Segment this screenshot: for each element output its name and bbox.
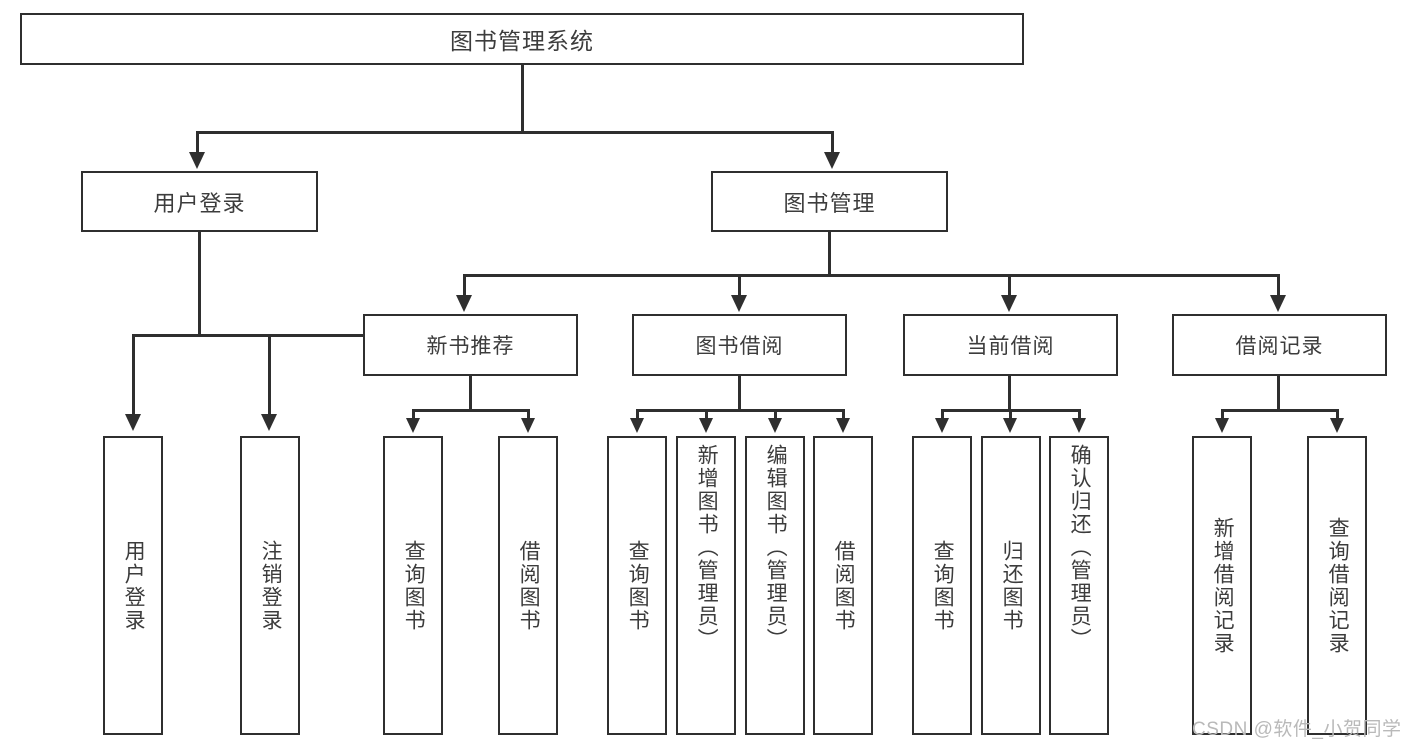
connector-bookborrow-leaf2 <box>705 409 708 421</box>
leaf-borrowrecord-query-record[interactable]: 查询借阅记录 <box>1307 436 1367 735</box>
arrow-currentborrow-leaf2 <box>1003 418 1017 433</box>
node-current-borrow[interactable]: 当前借阅 <box>903 314 1118 376</box>
leaf-label: 查询图书 <box>402 539 426 632</box>
connector-bookmgmt-to-newbook <box>463 274 466 299</box>
connector-bookborrow-leaf1 <box>636 409 639 421</box>
node-book-borrow[interactable]: 图书借阅 <box>632 314 847 376</box>
node-label: 图书借阅 <box>695 335 784 358</box>
arrow-to-borrowrecord <box>1270 295 1286 312</box>
connector-currentborrow-leaf3 <box>1078 409 1081 421</box>
arrow-currentborrow-leaf1 <box>935 418 949 433</box>
arrow-to-newbook <box>456 295 472 312</box>
node-label: 用户登录 <box>153 190 246 216</box>
leaf-newbook-borrow-book[interactable]: 借阅图书 <box>498 436 558 735</box>
leaf-label: 新增图书（管理员） <box>695 444 719 651</box>
leaf-label: 借阅图书 <box>517 539 541 632</box>
arrow-userlogin-leaf1 <box>125 414 141 431</box>
connector-currentborrow-leaf2 <box>1009 409 1012 421</box>
connector-bookmgmt-to-borrowrecord <box>1277 274 1280 299</box>
leaf-currentborrow-confirm-return[interactable]: 确认归还（管理员） <box>1049 436 1109 735</box>
node-user-login[interactable]: 用户登录 <box>81 171 318 232</box>
node-borrow-record[interactable]: 借阅记录 <box>1172 314 1387 376</box>
connector-bookmgmt-to-currentborrow <box>1008 274 1011 299</box>
leaf-label: 确认归还（管理员） <box>1068 444 1092 651</box>
arrow-borrowrecord-leaf1 <box>1215 418 1229 433</box>
connector-root-to-userlogin <box>196 131 199 156</box>
arrow-borrowrecord-leaf2 <box>1330 418 1344 433</box>
connector-root-to-bookmgmt <box>831 131 834 156</box>
leaf-bookborrow-edit-book[interactable]: 编辑图书（管理员） <box>745 436 805 735</box>
node-book-management[interactable]: 图书管理 <box>711 171 948 232</box>
connector-borrowrecord-leaf1 <box>1221 409 1224 421</box>
connector-bookmgmt-bus <box>463 274 1280 277</box>
arrow-to-currentborrow <box>1001 295 1017 312</box>
arrow-bookborrow-leaf2 <box>699 418 713 433</box>
connector-borrowrecord-bus <box>1221 409 1338 412</box>
connector-newbook-bus <box>412 409 529 412</box>
leaf-label: 注销登录 <box>259 539 283 632</box>
arrow-bookborrow-leaf3 <box>768 418 782 433</box>
arrow-newbook-leaf2 <box>521 418 535 433</box>
connector-bookborrow-bus <box>636 409 844 412</box>
csdn-watermark: CSDN @软件_小贺同学 <box>1192 719 1402 740</box>
arrow-newbook-leaf1 <box>406 418 420 433</box>
leaf-label: 查询借阅记录 <box>1326 516 1350 655</box>
leaf-label: 借阅图书 <box>832 539 856 632</box>
leaf-logout[interactable]: 注销登录 <box>240 436 300 735</box>
connector-bookborrow-leaf4 <box>842 409 845 421</box>
connector-bookmgmt-stem <box>828 232 831 276</box>
arrow-to-bookmgmt <box>824 152 840 169</box>
connector-newbook-stem <box>469 376 472 411</box>
connector-root-stem <box>521 65 524 133</box>
connector-userlogin-leaf2 <box>268 334 271 419</box>
leaf-label: 查询图书 <box>626 539 650 632</box>
leaf-label: 用户登录 <box>122 539 146 632</box>
connector-bookborrow-stem <box>738 376 741 411</box>
leaf-newbook-query-book[interactable]: 查询图书 <box>383 436 443 735</box>
leaf-bookborrow-add-book[interactable]: 新增图书（管理员） <box>676 436 736 735</box>
leaf-currentborrow-query-book[interactable]: 查询图书 <box>912 436 972 735</box>
arrow-currentborrow-leaf3 <box>1072 418 1086 433</box>
leaf-label: 编辑图书（管理员） <box>764 444 788 651</box>
leaf-label: 归还图书 <box>1000 539 1024 632</box>
arrow-bookborrow-leaf1 <box>630 418 644 433</box>
connector-newbook-leaf1 <box>412 409 415 421</box>
connector-newbook-leaf2 <box>527 409 530 421</box>
connector-bookmgmt-to-bookborrow <box>738 274 741 299</box>
arrow-to-userlogin <box>189 152 205 169</box>
arrow-bookborrow-leaf4 <box>836 418 850 433</box>
node-label: 新书推荐 <box>426 335 515 358</box>
leaf-currentborrow-return-book[interactable]: 归还图书 <box>981 436 1041 735</box>
connector-bookborrow-leaf3 <box>774 409 777 421</box>
connector-userlogin-bus <box>132 334 400 337</box>
node-root-system[interactable]: 图书管理系统 <box>20 13 1024 65</box>
connector-currentborrow-stem <box>1008 376 1011 411</box>
leaf-label: 新增借阅记录 <box>1211 516 1235 655</box>
arrow-userlogin-leaf2 <box>261 414 277 431</box>
node-label: 图书管理系统 <box>450 28 594 54</box>
connector-currentborrow-leaf1 <box>941 409 944 421</box>
node-new-book-recommend[interactable]: 新书推荐 <box>363 314 578 376</box>
connector-userlogin-leaf1 <box>132 334 135 419</box>
leaf-borrowrecord-add-record[interactable]: 新增借阅记录 <box>1192 436 1252 735</box>
leaf-bookborrow-query-book[interactable]: 查询图书 <box>607 436 667 735</box>
connector-userlogin-stem <box>198 232 201 336</box>
connector-borrowrecord-leaf2 <box>1336 409 1339 421</box>
node-label: 图书管理 <box>783 190 876 216</box>
node-label: 当前借阅 <box>966 335 1055 358</box>
connector-root-bus <box>196 131 834 134</box>
leaf-user-login[interactable]: 用户登录 <box>103 436 163 735</box>
arrow-to-bookborrow <box>731 295 747 312</box>
node-label: 借阅记录 <box>1235 335 1324 358</box>
leaf-label: 查询图书 <box>931 539 955 632</box>
leaf-bookborrow-borrow-book[interactable]: 借阅图书 <box>813 436 873 735</box>
connector-borrowrecord-stem <box>1277 376 1280 411</box>
